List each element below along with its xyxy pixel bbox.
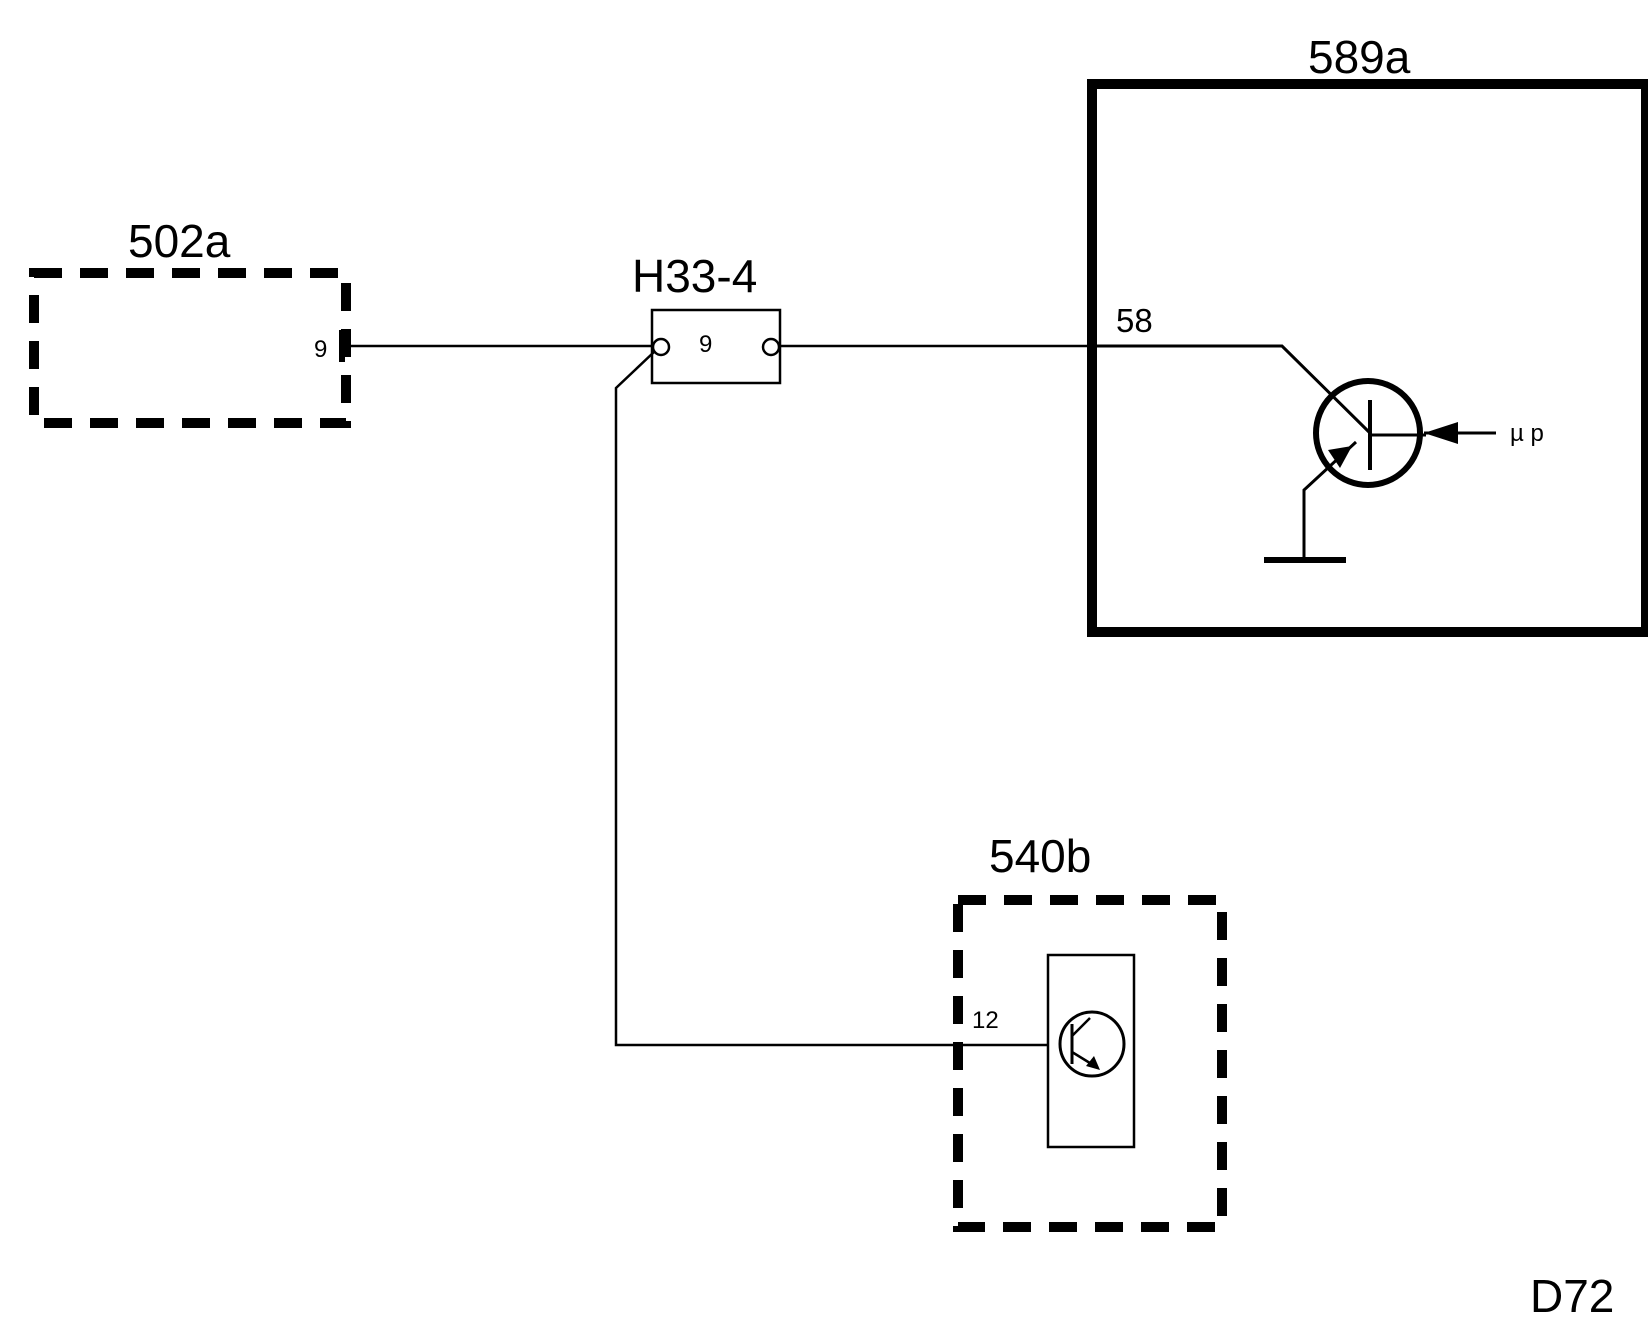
connector-h33-4-pin-label: 9 [699,331,712,358]
connector-h33-4-label: H33-4 [632,250,757,302]
connector-h33-4-body [650,308,782,385]
component-589a-border [1087,79,1648,637]
component-589a-input-label: µ p [1510,420,1544,447]
transistor-icon [1092,344,1426,558]
small-transistor-icon [1058,1010,1126,1078]
component-540b-inner-module [1046,953,1136,1149]
component-502a-dashed-border [29,268,351,428]
component-589a-pin-label: 58 [1116,302,1153,339]
component-540b-pin-label: 12 [972,1007,999,1034]
connector-h33-4-right-terminal [761,337,781,357]
component-540b: 540b 12 [953,830,1227,1232]
component-589a-label: 589a [1308,31,1411,83]
wire-h33-4-to-540b [614,351,1048,1047]
component-540b-dashed-border [953,895,1227,1232]
diagram-id: D72 [1530,1270,1614,1322]
component-502a-label: 502a [128,215,231,267]
connector-h33-4-left-terminal [651,337,671,357]
component-540b-label: 540b [989,830,1091,882]
connector-h33-4: H33-4 9 [632,250,782,385]
component-589a: 589a 58 µ p [1087,31,1648,637]
component-502a: 502a 9 [29,215,351,428]
input-arrow-icon [1424,422,1496,444]
component-502a-pin-label: 9 [314,336,327,363]
wires [344,344,1092,1047]
